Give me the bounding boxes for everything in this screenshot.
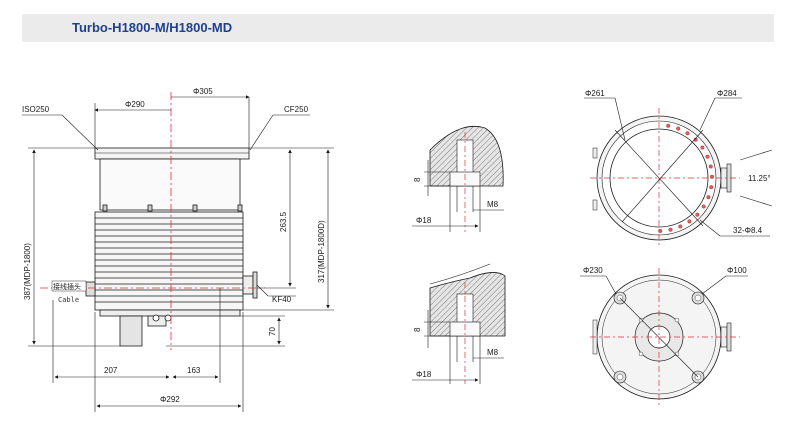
dim-right: 163	[187, 366, 201, 375]
vent-flange-label: KF40	[272, 295, 292, 304]
dim-left: 207	[104, 366, 118, 375]
detail-bottom-dia: Φ18	[416, 370, 432, 379]
pump-neck-shape	[99, 158, 241, 211]
cable-label-cn: 接线插头	[53, 282, 81, 291]
bolt-hole	[666, 123, 671, 128]
cable-callout: 接线插头 Cable	[51, 280, 87, 304]
dim-body-height: 263.5	[279, 211, 288, 232]
top-view-angle: 11.25°	[748, 174, 771, 183]
dim-bottom: 70	[268, 327, 277, 336]
bolt-hole	[685, 131, 690, 136]
pump-foot-shape	[119, 315, 143, 347]
dim-overall-height: 387(MDP-1800)	[23, 243, 32, 300]
bolt-hole	[706, 195, 711, 200]
inlet-flange-shape	[94, 147, 250, 160]
bolt-hole	[695, 212, 700, 217]
bottom-view-dim-a: Φ230	[583, 266, 603, 275]
top-view-dim-a: Φ261	[585, 89, 605, 98]
detail-top: 8 M8 Φ18	[412, 125, 504, 232]
top-view: Φ261 Φ284 11.25° 32-Φ8.4	[584, 89, 773, 248]
bolt-hole	[709, 185, 714, 190]
side-view	[85, 147, 258, 347]
detail-top-thread: M8	[487, 200, 499, 209]
bolt-hole	[705, 154, 710, 159]
dim-top-inner: Φ290	[125, 100, 145, 109]
top-view-holes: 32-Φ8.4	[733, 226, 763, 235]
outlet-flange-label: CF250	[284, 105, 309, 114]
bolt-hole	[678, 224, 683, 229]
bolt-hole	[700, 145, 705, 150]
bolt-hole	[687, 219, 692, 224]
bolt-hole	[668, 227, 673, 232]
detail-top-height: 8	[413, 177, 422, 182]
bolt-hole	[676, 126, 681, 131]
bottom-view: Φ230 Φ100	[580, 266, 748, 408]
detail-bottom-thread: M8	[487, 348, 499, 357]
side-dimensions	[22, 95, 334, 412]
detail-bottom-height: 8	[413, 327, 422, 332]
inlet-flange-label: ISO250	[22, 105, 50, 114]
pump-body-shape	[94, 211, 244, 311]
dim-top-outer: Φ305	[193, 87, 213, 96]
bottom-view-dim-b: Φ100	[727, 266, 747, 275]
dim-height-mdp: 317(MDP-1800D)	[317, 220, 326, 283]
detail-bottom: 8 M8 Φ18	[412, 263, 506, 384]
cable-label-en: Cable	[58, 296, 79, 304]
detail-top-dia: Φ18	[416, 216, 432, 225]
side-dim-labels: ISO250 CF250 Φ290 Φ305 387(MDP-1800) 317…	[22, 87, 326, 404]
page-title: Turbo-H1800-M/H1800-MD	[72, 20, 233, 35]
top-view-dim-b: Φ284	[717, 89, 737, 98]
bolt-hole	[708, 164, 713, 169]
bolt-hole	[701, 204, 706, 209]
header-bar	[22, 14, 774, 42]
dim-base: Φ292	[160, 395, 180, 404]
